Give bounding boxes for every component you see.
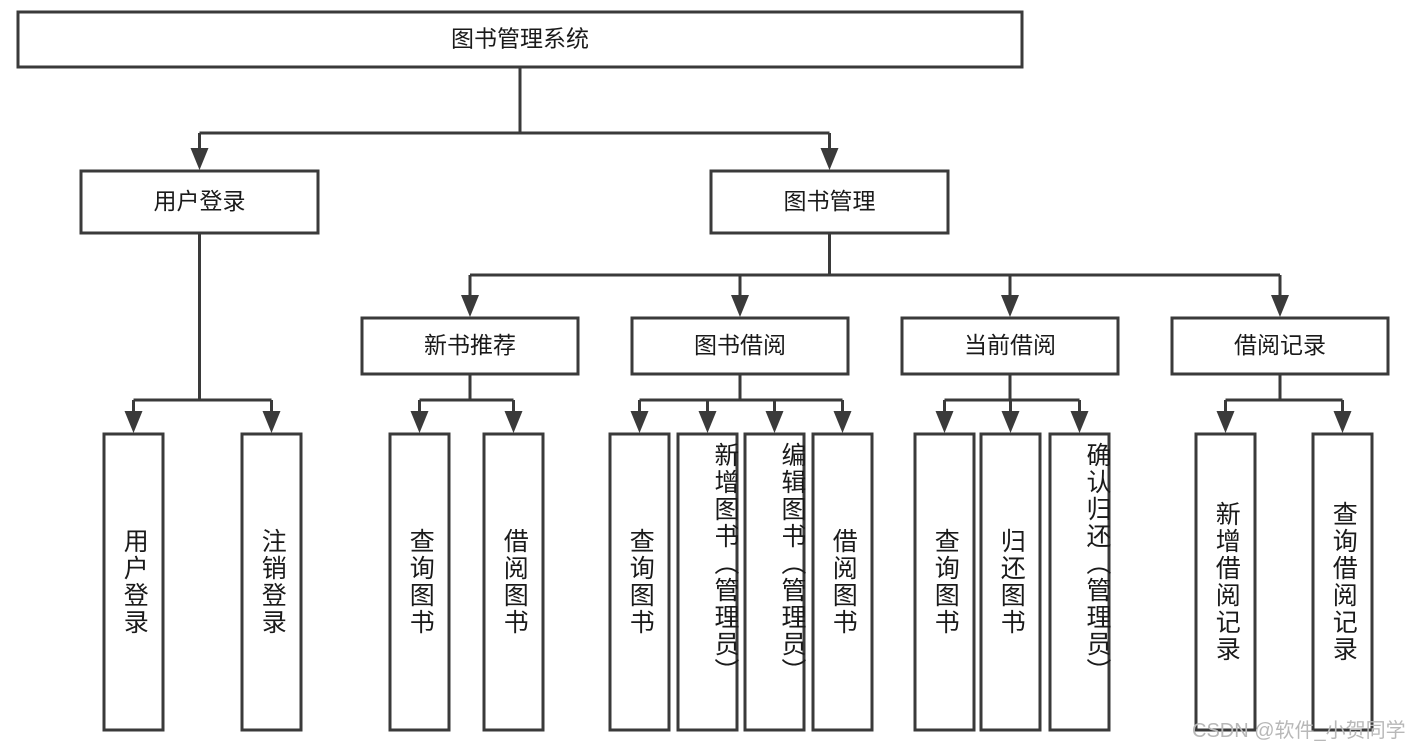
node-box-current-borrow[interactable]: [900, 316, 1120, 376]
arrow-head-icon-leaf-confirm-return: [1070, 411, 1089, 433]
node-box-leaf-logout[interactable]: [240, 432, 303, 732]
arrow-head-icon-leaf-logout: [262, 411, 281, 433]
node-label-borrow-record: 借阅记录: [1234, 332, 1326, 358]
node-box-leaf-add-book-admin[interactable]: [676, 432, 739, 732]
node-box-leaf-add-borrow-rec[interactable]: [1194, 432, 1257, 732]
node-box-leaf-query-book-3[interactable]: [913, 432, 976, 732]
node-box-leaf-confirm-return[interactable]: [1048, 432, 1111, 732]
node-label-new-book-recommend: 新书推荐: [424, 332, 516, 358]
arrow-head-icon-book-manage: [820, 148, 839, 170]
arrow-head-icon-leaf-borrow-book-2: [833, 411, 852, 433]
node-box-book-borrow[interactable]: [630, 316, 850, 376]
node-box-user-login[interactable]: [79, 169, 320, 235]
node-box-root[interactable]: [16, 10, 1024, 69]
node-box-leaf-edit-book-admin[interactable]: [743, 432, 806, 732]
node-box-leaf-user-login[interactable]: [102, 432, 165, 732]
arrow-head-icon-leaf-return-book: [1001, 411, 1020, 433]
arrow-head-icon-book-borrow: [731, 295, 749, 317]
node-box-leaf-return-book[interactable]: [979, 432, 1042, 732]
arrow-head-icon-current-borrow: [1001, 295, 1019, 317]
csdn-watermark: CSDN @软件_小贺同学: [1192, 720, 1405, 742]
arrow-head-icon-leaf-borrow-book-1: [504, 411, 523, 433]
node-box-new-book-recommend[interactable]: [360, 316, 580, 376]
arrow-head-icon-user-login: [190, 148, 209, 170]
node-label-book-borrow: 图书借阅: [694, 332, 786, 358]
node-box-leaf-borrow-book-1[interactable]: [482, 432, 545, 732]
arrow-head-icon-leaf-add-borrow-rec: [1216, 411, 1235, 433]
node-box-borrow-record[interactable]: [1170, 316, 1390, 376]
arrow-head-icon-leaf-query-book-1: [410, 411, 429, 433]
node-box-leaf-borrow-book-2[interactable]: [811, 432, 874, 732]
node-box-leaf-query-book-2[interactable]: [608, 432, 671, 732]
arrow-head-icon-leaf-user-login: [124, 411, 143, 433]
arrow-head-icon-leaf-add-book-admin: [698, 411, 717, 433]
node-label-book-manage: 图书管理: [784, 188, 876, 214]
node-box-leaf-query-book-1[interactable]: [388, 432, 451, 732]
node-label-user-login: 用户登录: [154, 188, 246, 214]
node-box-book-manage[interactable]: [709, 169, 950, 235]
arrow-head-icon-borrow-record: [1271, 295, 1289, 317]
arrow-head-icon-leaf-edit-book-admin: [765, 411, 784, 433]
arrow-head-icon-new-book-recommend: [461, 295, 479, 317]
connector-edges: [124, 67, 1352, 433]
arrow-head-icon-leaf-query-borrow-rec: [1333, 411, 1352, 433]
node-label-current-borrow: 当前借阅: [964, 332, 1056, 358]
node-box-leaf-query-borrow-rec[interactable]: [1311, 432, 1374, 732]
arrow-head-icon-leaf-query-book-3: [935, 411, 954, 433]
arrow-head-icon-leaf-query-book-2: [630, 411, 649, 433]
node-label-root: 图书管理系统: [451, 26, 589, 52]
